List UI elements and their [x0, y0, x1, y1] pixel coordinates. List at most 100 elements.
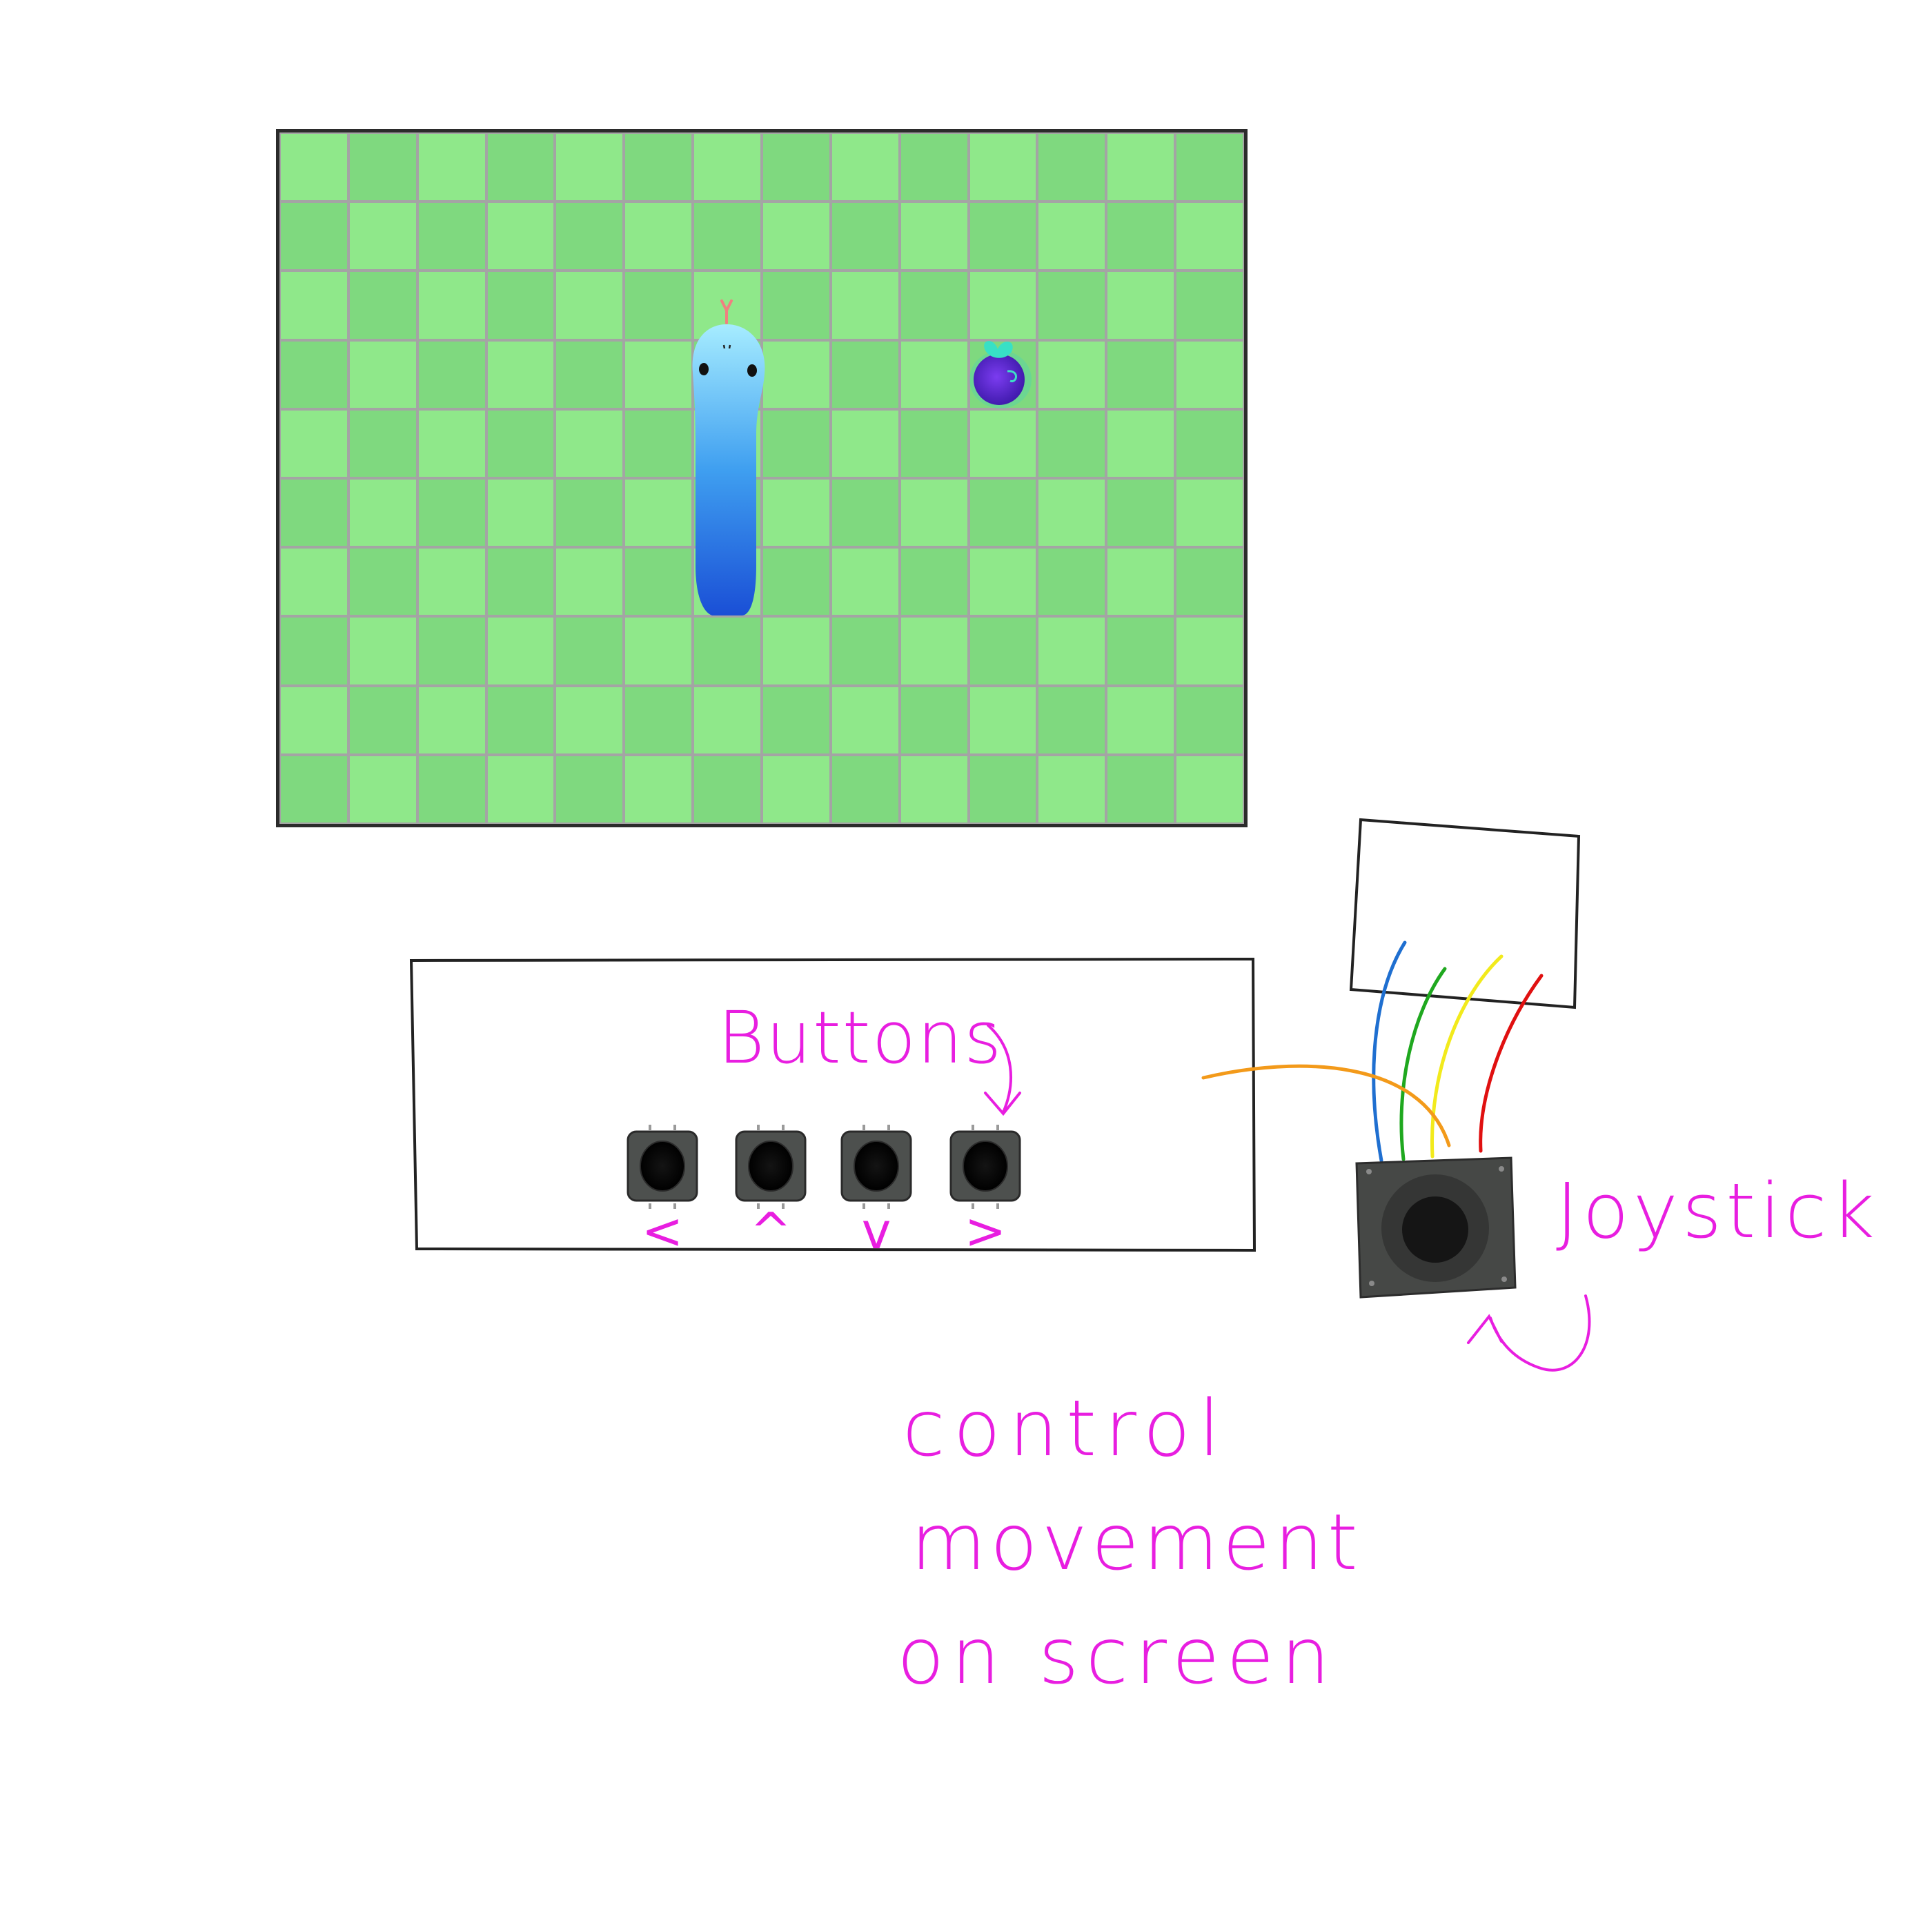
board-cell: [417, 201, 486, 271]
board-cell: [1175, 270, 1244, 340]
board-cell: [417, 477, 486, 548]
board-cell: [1106, 270, 1176, 340]
caption-line-1: control: [903, 1384, 1229, 1474]
board-cell: [348, 408, 417, 478]
board-cell: [279, 616, 348, 686]
board-cell: [830, 408, 900, 478]
board-cell: [1175, 132, 1244, 202]
board-cell: [486, 132, 555, 202]
button-right-symbol: >: [964, 1202, 1007, 1260]
board-cell: [899, 408, 969, 478]
wire-orange: [1201, 1064, 1451, 1147]
board-cell: [761, 685, 831, 755]
board-cell: [761, 408, 831, 478]
board-cell: [348, 754, 417, 824]
board-cell: [968, 339, 1038, 409]
board-cell: [761, 477, 831, 548]
board-cell: [830, 685, 900, 755]
board-cell: [830, 754, 900, 824]
button-right[interactable]: [949, 1125, 1021, 1209]
board-cell: [555, 754, 624, 824]
button-left-symbol: <: [641, 1202, 684, 1260]
board-cell: [693, 547, 762, 617]
board-cell: [693, 408, 762, 478]
board-cell: [761, 616, 831, 686]
board-cell: [417, 339, 486, 409]
board-cell: [555, 616, 624, 686]
wire-green: [1399, 967, 1447, 1161]
board-cell: [486, 754, 555, 824]
joystick-pointer-arrow: [1467, 1294, 1591, 1372]
board-cell: [486, 547, 555, 617]
board-cell: [279, 477, 348, 548]
board-cell: [555, 201, 624, 271]
board-cell: [968, 477, 1038, 548]
board-cell: [1175, 408, 1244, 478]
board-cell: [1037, 339, 1107, 409]
board-cell: [1175, 201, 1244, 271]
board-cell: [417, 754, 486, 824]
board-cell: [1106, 616, 1176, 686]
board-cell: [899, 685, 969, 755]
board-cell: [968, 270, 1038, 340]
button-cap: [963, 1141, 1008, 1192]
button-down[interactable]: [840, 1125, 912, 1209]
board-cell: [761, 270, 831, 340]
button-cap: [640, 1141, 685, 1192]
joystick-wires: [1201, 940, 1544, 1163]
button-up[interactable]: [735, 1125, 807, 1209]
board-cell: [693, 685, 762, 755]
board-cell: [1106, 754, 1176, 824]
board-cell: [968, 754, 1038, 824]
board-cell: [830, 270, 900, 340]
joystick[interactable]: [1355, 1156, 1517, 1299]
board-cell: [693, 477, 762, 548]
board-cell: [624, 616, 693, 686]
board-cell: [555, 685, 624, 755]
board-cell: [348, 477, 417, 548]
board-cell: [348, 685, 417, 755]
game-board: [276, 129, 1248, 827]
board-cell: [1175, 477, 1244, 548]
board-cell: [830, 616, 900, 686]
board-cell: [830, 201, 900, 271]
board-cell: [1175, 754, 1244, 824]
board-cell: [279, 685, 348, 755]
board-cell: [1037, 477, 1107, 548]
board-cell: [968, 685, 1038, 755]
board-cell: [1175, 685, 1244, 755]
board-cell: [1106, 132, 1176, 202]
board-cell: [968, 201, 1038, 271]
board-cell: [555, 547, 624, 617]
board-cell: [968, 132, 1038, 202]
board-cell: [279, 754, 348, 824]
board-cell: [693, 132, 762, 202]
board-cell: [624, 754, 693, 824]
button-left[interactable]: [627, 1125, 698, 1209]
board-cell: [761, 201, 831, 271]
board-cell: [417, 408, 486, 478]
board-cell: [348, 201, 417, 271]
board-cell: [417, 547, 486, 617]
board-cell: [279, 132, 348, 202]
joystick-stick: [1402, 1196, 1468, 1263]
board-cell: [348, 132, 417, 202]
button-cap: [748, 1141, 793, 1192]
board-cell: [830, 132, 900, 202]
board-cell: [555, 132, 624, 202]
board-cell: [279, 201, 348, 271]
joystick-label: Joystick: [1556, 1167, 1880, 1255]
board-cell: [279, 270, 348, 340]
board-cell: [968, 408, 1038, 478]
board-cell: [1037, 408, 1107, 478]
buttons-label: Buttons: [718, 996, 1003, 1080]
board-cell: [279, 408, 348, 478]
board-cell: [348, 270, 417, 340]
board-cell: [555, 339, 624, 409]
board-cell: [899, 270, 969, 340]
board-cell: [486, 201, 555, 271]
board-cell: [1106, 685, 1176, 755]
board-cell: [624, 477, 693, 548]
board-cell: [968, 547, 1038, 617]
board-cell: [761, 547, 831, 617]
